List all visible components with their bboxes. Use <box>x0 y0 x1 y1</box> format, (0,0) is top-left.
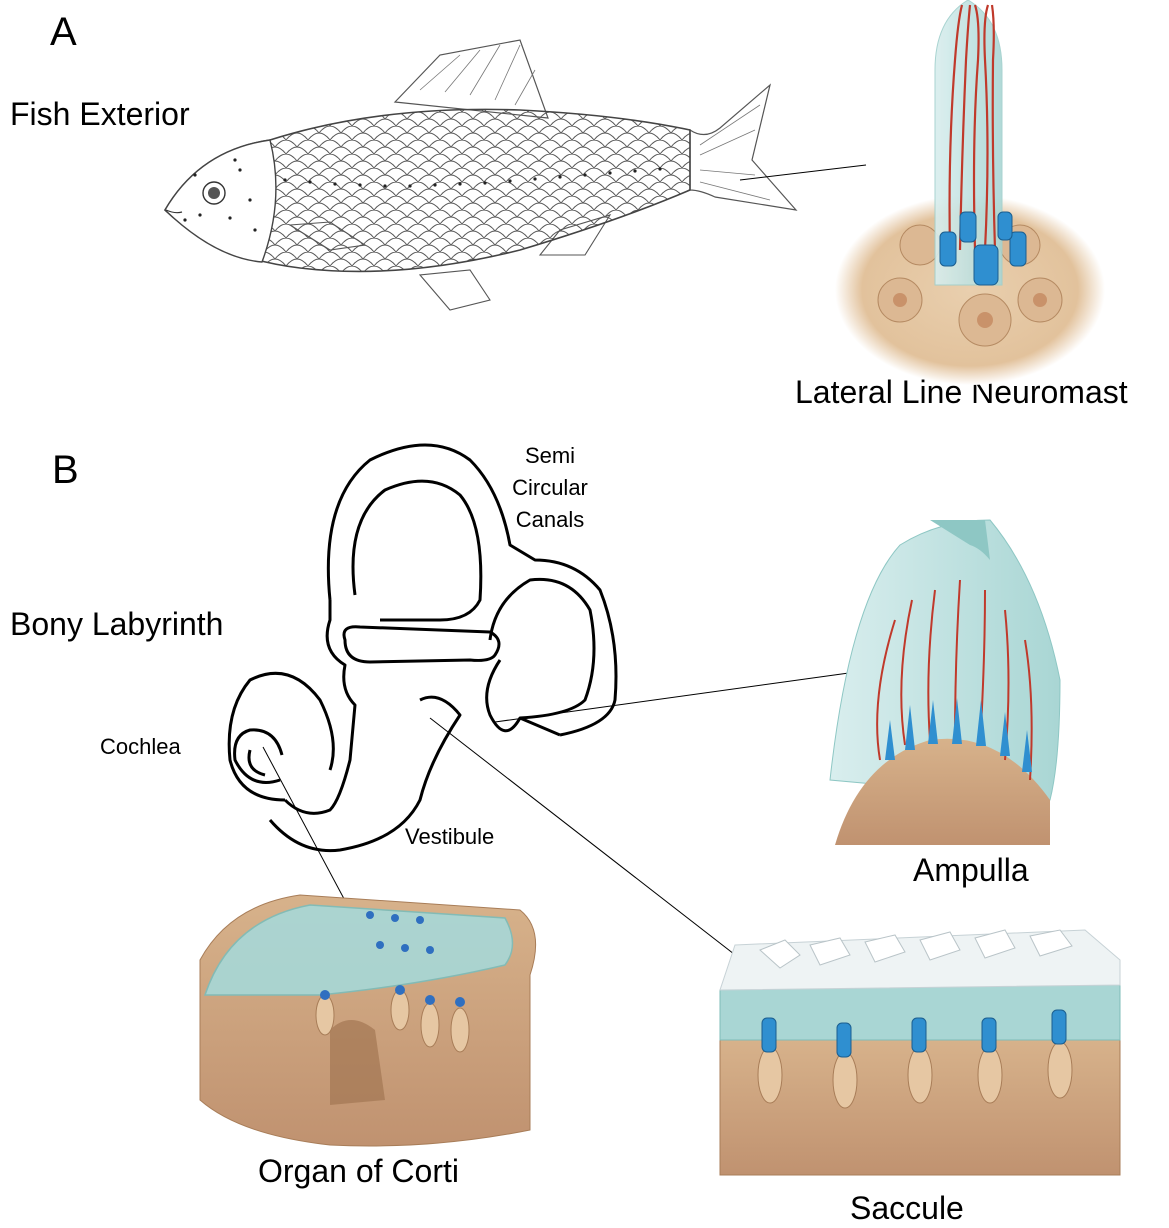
ampulla-illustration <box>830 520 1060 845</box>
labyrinth-outline <box>229 445 856 968</box>
organ-of-corti-illustration <box>200 895 536 1146</box>
saccule-illustration <box>720 930 1120 1175</box>
fish-drawing <box>165 40 866 310</box>
neuromast-illustration <box>835 0 1105 385</box>
